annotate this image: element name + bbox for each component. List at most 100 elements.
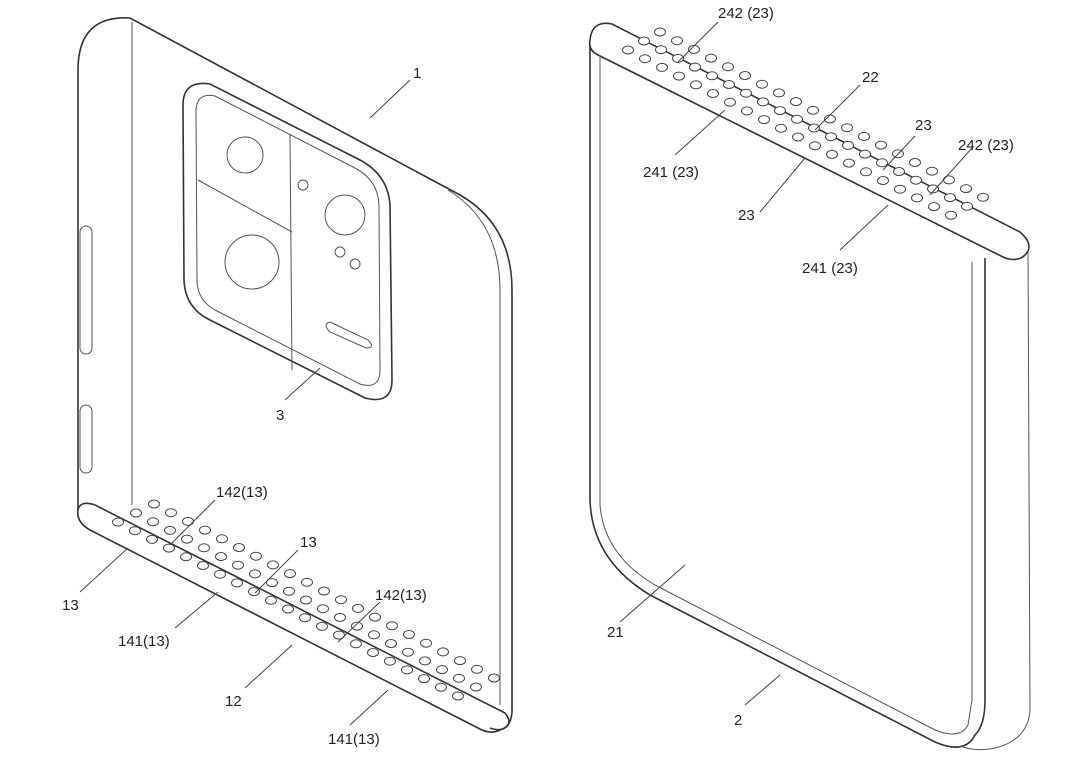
speaker-hole [147,517,159,527]
speaker-hole [163,543,175,553]
speaker-hole [231,578,243,588]
label-hole-241: 241 (23) [643,164,699,181]
speaker-hole [859,149,871,159]
speaker-hole [284,569,296,579]
speaker-hole [317,604,329,614]
flash-icon [349,258,361,270]
speaker-hole [655,45,667,55]
speaker-hole [385,639,397,648]
speaker-hole [944,193,956,203]
speaker-hole [232,560,244,570]
power-button [79,404,93,474]
speaker-hole [638,36,650,46]
speaker-hole [792,132,804,142]
speaker-hole [233,543,245,552]
speaker-hole [945,210,957,220]
speaker-hole [265,595,277,605]
speaker-hole [452,691,464,701]
speaker-hole [672,53,684,63]
speaker-hole [757,97,769,107]
speaker-hole [369,612,381,622]
speaker-hole [724,97,736,107]
label-hole-141: 141(13) [328,731,380,748]
speaker-hole [367,648,379,657]
speaker-hole [825,132,837,142]
speaker-hole [843,158,855,168]
speaker-hole [334,612,346,622]
top-strip [588,22,1030,261]
speaker-hole [248,587,260,597]
speaker-hole [420,638,432,648]
speaker-hole [301,577,313,587]
speaker-hole [335,595,347,605]
speaker-hole [333,630,345,640]
speaker-hole [164,525,176,535]
speaker-hole [198,543,210,553]
speaker-hole [318,586,330,596]
speaker-hole [791,114,803,124]
speaker-hole [267,560,279,570]
speaker-hole [671,36,683,46]
speaker-hole [706,71,718,81]
label-cover: 2 [734,712,742,729]
speaker-hole [401,665,413,675]
label-hole-142: 142(13) [375,587,427,604]
speaker-hole [911,193,923,203]
speaker-hole [894,184,906,194]
speaker-hole [741,106,753,116]
label-hole-241: 241 (23) [802,260,858,277]
speaker-hole [943,175,955,185]
speaker-hole [775,123,787,133]
label-camera: 3 [276,407,284,424]
speaker-hole [165,508,177,518]
speaker-hole [299,613,311,623]
speaker-hole [826,149,838,159]
speaker-hole [199,525,211,535]
speaker-hole [436,665,448,675]
label-strip: 22 [862,69,879,86]
speaker-hole [437,647,449,657]
speaker-hole [689,62,701,72]
phone-inner-curve [447,189,501,705]
speaker-hole [249,569,261,579]
speaker-hole [722,62,734,72]
cover-outline [589,45,986,748]
speaker-hole [909,158,921,167]
speaker-hole [112,517,124,527]
speaker-hole [928,202,940,212]
speaker-hole [858,131,870,141]
label-hole-242: 242 (23) [718,5,774,22]
speaker-hole [961,201,973,211]
speaker-hole [790,97,802,107]
speaker-hole [384,656,396,666]
speaker-hole [471,664,483,674]
speaker-hole [910,175,922,185]
label-side: 13 [62,597,79,614]
speaker-hole [690,80,702,90]
speaker-hole [622,45,634,55]
speaker-hole [130,508,142,518]
label-face: 21 [607,624,624,641]
hole-array [112,499,500,701]
speaker-hole [960,184,972,194]
speaker-hole [266,578,278,588]
speaker-hole [673,71,685,81]
speaker-hole [705,53,717,63]
speaker-hole [216,534,228,544]
speaker-hole [403,630,415,639]
speaker-hole [282,604,294,614]
speaker-hole [893,167,905,176]
speaker-hole [146,534,158,544]
phone-cover-view: 242 (23) 22 241 (23) 23 242 (23) 23 241 … [588,5,1031,751]
speaker-hole [368,630,380,640]
speaker-hole [351,621,363,631]
speaker-hole [774,106,786,116]
speaker-hole [197,561,209,570]
speaker-hole [654,27,666,37]
speaker-hole [215,552,227,561]
phone-body-outline [77,17,513,731]
flash-icon [334,246,346,258]
sensor-icon [297,179,309,191]
speaker-hole [402,647,414,657]
speaker-hole [656,62,668,72]
